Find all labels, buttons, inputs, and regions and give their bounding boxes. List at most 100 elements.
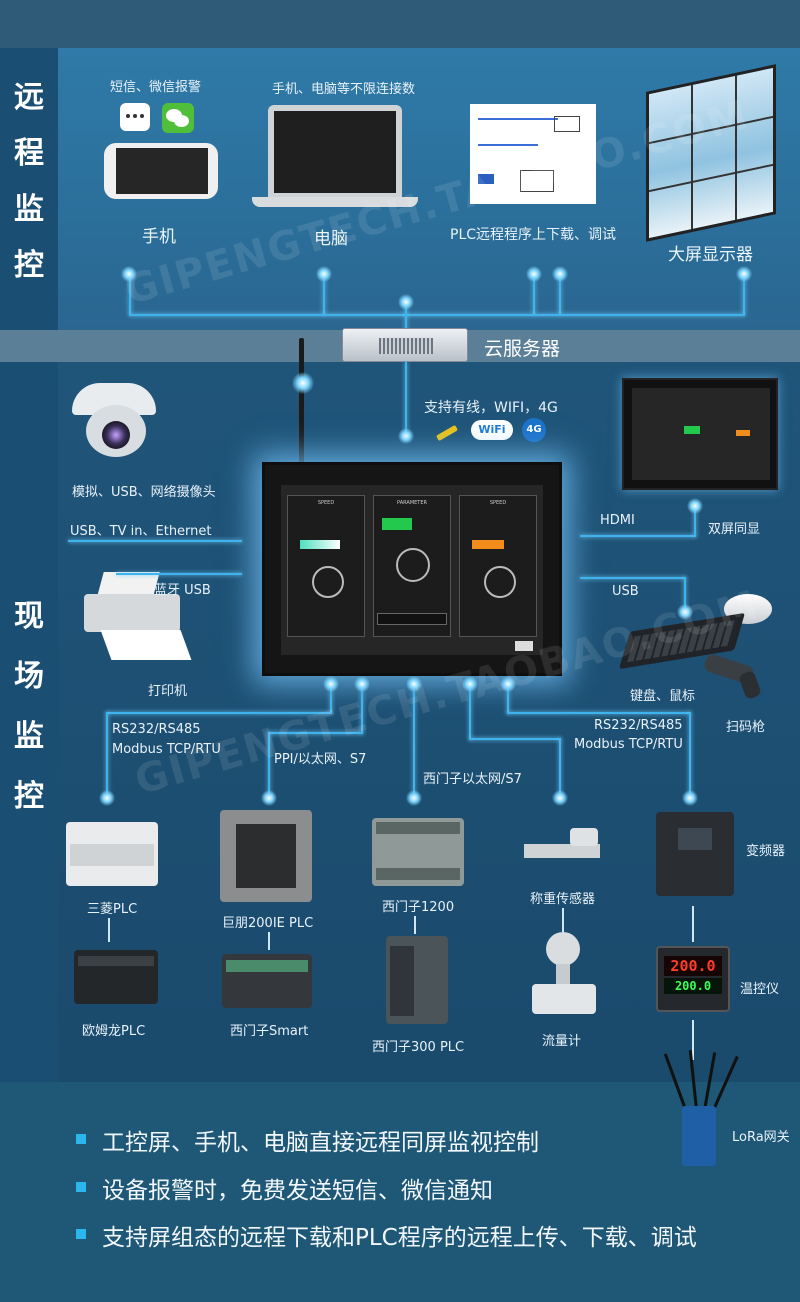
wechat-icon bbox=[162, 103, 194, 133]
connector-line bbox=[68, 540, 242, 542]
rs-right-label-2: Modbus TCP/RTU bbox=[574, 737, 683, 752]
title-char: 监 bbox=[14, 719, 44, 754]
hdmi-label: HDMI bbox=[600, 513, 635, 528]
rs-right-label-1: RS232/RS485 bbox=[594, 718, 683, 733]
mitsubishi-label: 三菱PLC bbox=[87, 902, 138, 917]
cloud-server-icon bbox=[342, 328, 468, 362]
field-sidebar: 现 场 监 控 bbox=[0, 362, 58, 1082]
node-glow bbox=[736, 266, 752, 282]
node-glow bbox=[398, 294, 414, 310]
lora-label: LoRa网关 bbox=[732, 1130, 790, 1145]
connector-line bbox=[694, 507, 696, 537]
omron-label: 欧姆龙PLC bbox=[82, 1024, 146, 1039]
hmi-panel-right: SPEED bbox=[459, 495, 537, 637]
keyboard-mouse-label: 键盘、鼠标 bbox=[630, 689, 696, 704]
scanner-label: 扫码枪 bbox=[726, 720, 766, 735]
connector-line bbox=[405, 300, 407, 330]
network-support-label: 支持有线，WIFI，4G bbox=[424, 400, 558, 416]
vfd-device bbox=[656, 812, 734, 896]
hmi-display: SPEED PARAMETER SPEED bbox=[281, 485, 543, 655]
connector-line bbox=[684, 577, 686, 611]
connector-line bbox=[361, 682, 363, 734]
node-glow bbox=[406, 790, 422, 806]
connector-line bbox=[692, 906, 694, 942]
node-glow bbox=[121, 266, 137, 282]
dual-display-label: 双屏同显 bbox=[708, 522, 761, 537]
camera-label: 模拟、USB、网络摄像头 bbox=[72, 485, 216, 500]
giant-plc-device bbox=[220, 810, 312, 902]
wifi-badge: WiFi bbox=[471, 420, 513, 440]
connector-line bbox=[323, 273, 325, 315]
title-char: 程 bbox=[14, 136, 44, 171]
cloud-server-label: 云服务器 bbox=[484, 338, 561, 360]
antenna-glow bbox=[292, 372, 314, 394]
vfd-label: 变频器 bbox=[746, 844, 786, 859]
mitsubishi-plc-device bbox=[66, 822, 158, 886]
phone-label: 手机 bbox=[142, 227, 176, 247]
title-char: 场 bbox=[14, 659, 44, 694]
connector-line bbox=[268, 732, 363, 734]
connector-line bbox=[106, 712, 332, 714]
connector-line bbox=[469, 682, 471, 740]
title-char: 控 bbox=[14, 779, 44, 814]
bigscreen-label: 大屏显示器 bbox=[668, 245, 753, 265]
secondary-display bbox=[622, 378, 778, 490]
node-glow bbox=[398, 428, 414, 444]
s1200-label: 西门子1200 bbox=[382, 900, 455, 915]
connector-line bbox=[414, 916, 416, 934]
title-char: 监 bbox=[14, 192, 44, 227]
connector-line bbox=[533, 273, 535, 315]
smart-label: 西门子Smart bbox=[230, 1024, 309, 1039]
connector-line bbox=[413, 682, 415, 796]
load-cell-device bbox=[524, 828, 600, 868]
panel-title: SPEED bbox=[489, 500, 507, 506]
siemens-ethernet-label: 西门子以太网/S7 bbox=[423, 772, 522, 787]
connector-line bbox=[559, 738, 561, 796]
connector-line bbox=[268, 932, 270, 950]
siemens-1200-device bbox=[372, 818, 464, 886]
title-char: 现 bbox=[14, 599, 44, 634]
bullet-icon bbox=[76, 1134, 86, 1144]
connector-line bbox=[743, 273, 745, 315]
ppi-label: PPI/以太网、S7 bbox=[274, 752, 367, 767]
bullet-icon bbox=[76, 1182, 86, 1192]
connector-line bbox=[268, 732, 270, 796]
node-glow bbox=[99, 790, 115, 806]
connector-line bbox=[116, 573, 242, 575]
remote-sidebar: 远 程 监 控 bbox=[0, 48, 58, 330]
multi-connection-label: 手机、电脑等不限连接数 bbox=[272, 82, 416, 97]
flow-meter-label: 流量计 bbox=[542, 1034, 582, 1049]
features-area bbox=[0, 1082, 800, 1302]
rs-left-label-1: RS232/RS485 bbox=[112, 722, 201, 737]
hmi-touchscreen: SPEED PARAMETER SPEED bbox=[262, 462, 562, 676]
node-glow bbox=[462, 676, 478, 692]
connector-line bbox=[405, 362, 407, 434]
node-glow bbox=[687, 498, 703, 514]
node-glow bbox=[323, 676, 339, 692]
temp-display-bottom: 200.0 bbox=[664, 978, 722, 994]
flow-meter-device bbox=[532, 932, 596, 1018]
antenna bbox=[299, 338, 304, 466]
usb-label: USB bbox=[612, 584, 639, 599]
printer-label: 打印机 bbox=[148, 684, 188, 699]
phone-device bbox=[104, 143, 218, 199]
remote-section-title: 远 程 监 控 bbox=[0, 70, 58, 294]
laptop-device bbox=[268, 105, 402, 197]
field-section-title: 现 场 监 控 bbox=[0, 587, 58, 827]
node-glow bbox=[677, 604, 693, 620]
connector-line bbox=[469, 738, 561, 740]
connector-line bbox=[507, 682, 509, 714]
connector-line bbox=[330, 682, 332, 712]
siemens-smart-device bbox=[222, 954, 312, 1008]
weigh-sensor-label: 称重传感器 bbox=[530, 892, 596, 907]
bullet-icon bbox=[76, 1229, 86, 1239]
title-char: 控 bbox=[14, 248, 44, 283]
connector-line bbox=[580, 577, 686, 579]
connector-line bbox=[507, 712, 691, 714]
connector-line bbox=[108, 918, 110, 942]
node-glow bbox=[526, 266, 542, 282]
plc-remote-label: PLC远程程序上下载、调试 bbox=[450, 227, 617, 243]
lora-gateway-device bbox=[663, 1050, 739, 1168]
s300-label: 西门子300 PLC bbox=[372, 1040, 465, 1055]
panel-title: SPEED bbox=[317, 500, 335, 506]
